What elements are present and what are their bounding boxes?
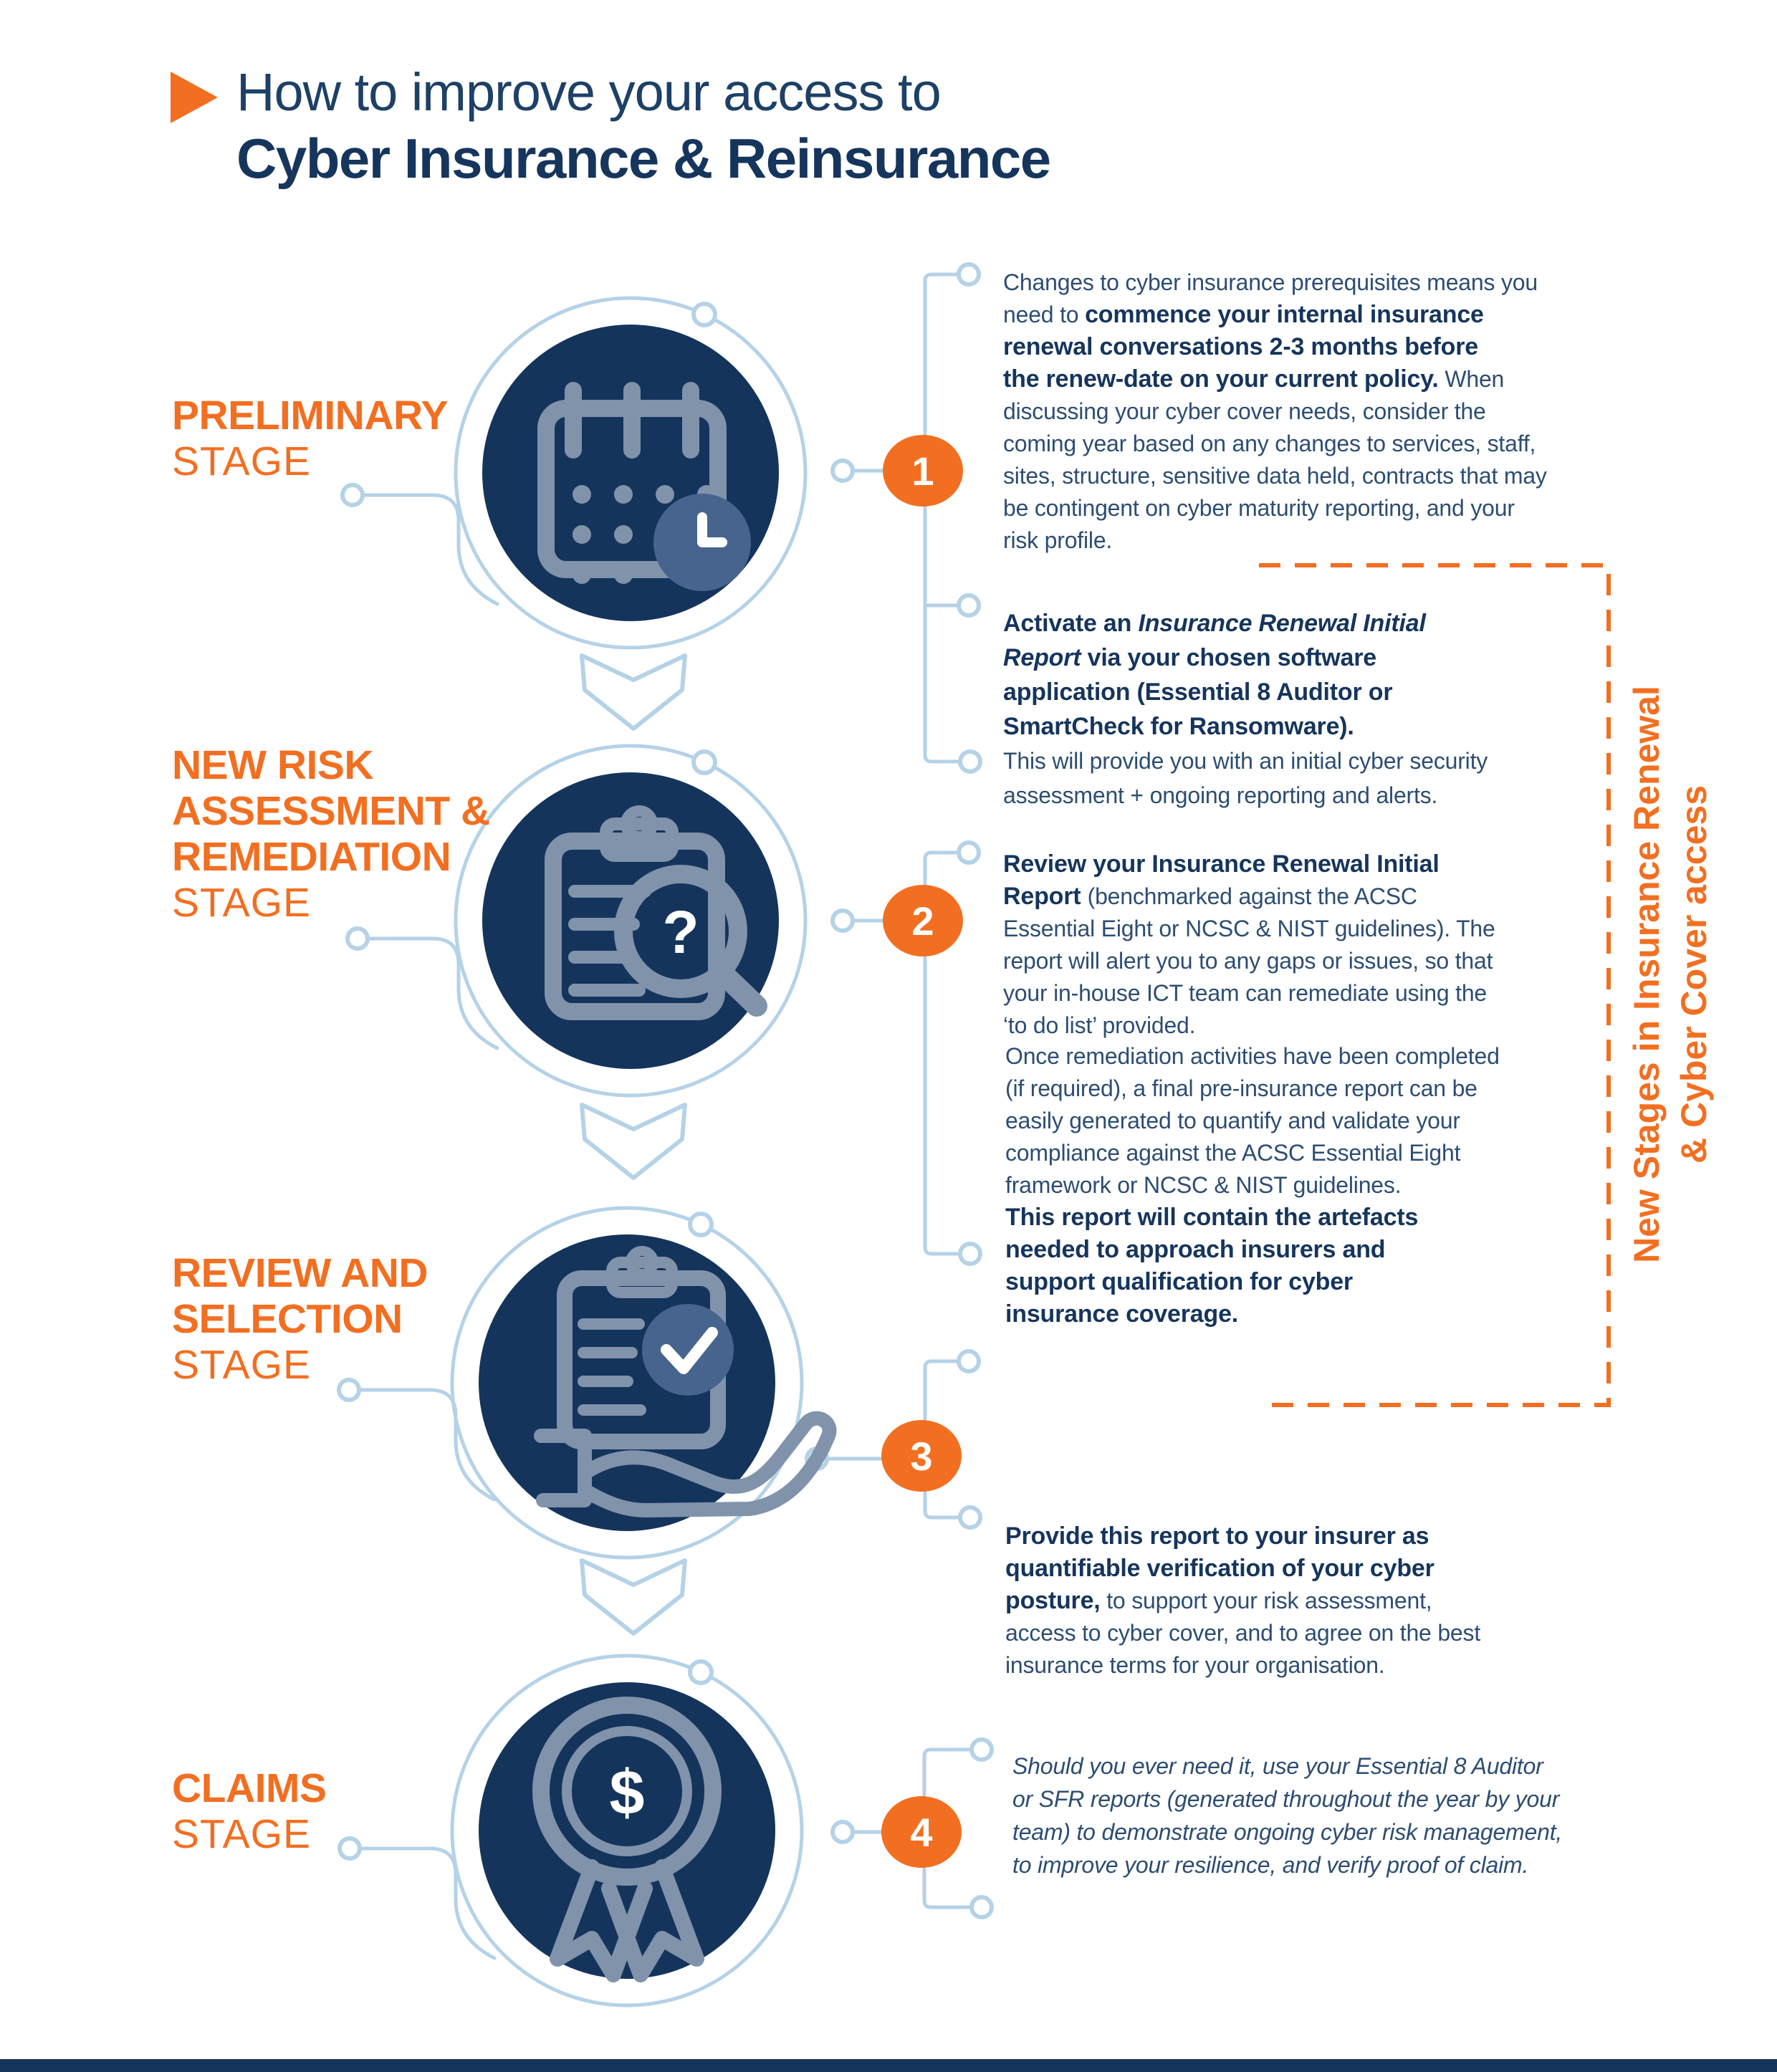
text-line: team) to demonstrate ongoing cyber risk … (1012, 1819, 1563, 1845)
text-line: risk profile. (1003, 527, 1113, 553)
text-line: Once remediation activities have been co… (1005, 1043, 1500, 1069)
text-line: framework or NCSC & NIST guidelines. (1005, 1172, 1402, 1198)
dashed-frame (1259, 563, 1611, 1407)
text-line: SmartCheck for Ransomware). (1003, 713, 1354, 740)
text-line: assessment + ongoing reporting and alert… (1003, 782, 1438, 808)
text-line: compliance against the ACSC Essential Ei… (1005, 1140, 1461, 1166)
label-connector-ring (340, 483, 365, 507)
title-arrow-icon (171, 72, 218, 123)
text-line: the renew-date on your current policy. W… (1003, 365, 1505, 393)
text-line: easily generated to quantify and validat… (1005, 1108, 1460, 1133)
side-note-line1: New Stages in Insurance Renewal (1627, 686, 1667, 1263)
stage-label-line: NEW RISK (172, 742, 373, 788)
stage-word: STAGE (172, 880, 311, 926)
down-arrow-icon (582, 1105, 685, 1178)
text-line: discussing your cyber cover needs, consi… (1003, 398, 1486, 424)
text-line: (if required), a final pre-insurance rep… (1005, 1075, 1477, 1101)
page-title-line2: Cyber Insurance & Reinsurance (236, 127, 1051, 190)
text-line: need to commence your internal insurance (1003, 301, 1484, 328)
text-line: support qualification for cyber (1005, 1268, 1353, 1295)
down-arrow-icon (582, 656, 685, 729)
calendar-clock-icon (537, 382, 751, 591)
magnifier-question-glyph: ? (662, 898, 699, 966)
text-line: Report via your chosen software (1003, 644, 1376, 671)
text-line: be contingent on cyber maturity reportin… (1003, 495, 1515, 521)
node-ring (688, 1212, 714, 1237)
text-line: your in-house ICT team can remediate usi… (1003, 980, 1488, 1006)
stage-number-badge: 3 (881, 1420, 962, 1492)
text-line: renewal conversations 2-3 months before (1003, 333, 1478, 360)
stage-label-line: PRELIMINARY (172, 393, 449, 438)
stage-number-badge: 2 (883, 885, 963, 956)
text-line: Essential Eight or NCSC & NIST guideline… (1003, 916, 1495, 941)
text-line: This report will contain the artefacts (1005, 1204, 1419, 1231)
stage-4-connectors (337, 1737, 994, 1960)
stage-text-block: Once remediation activities have been co… (1005, 1040, 1500, 1330)
stage-2-connectors (345, 840, 982, 1266)
stage-word: STAGE (172, 438, 311, 484)
text-line: ‘to do list’ provided. (1003, 1012, 1196, 1038)
text-line: Changes to cyber insurance prerequisites… (1003, 269, 1538, 295)
text-line: needed to approach insurers and (1005, 1236, 1386, 1263)
text-line: Report (benchmarked against the ACSC (1003, 883, 1417, 910)
stage-label-line: CLAIMS (172, 1765, 327, 1811)
text-line: coming year based on any changes to serv… (1003, 431, 1536, 456)
stage-label-line: REMEDIATION (172, 834, 451, 880)
stage-number-badge: 4 (881, 1796, 962, 1868)
stage-text-block: Should you ever need it, use your Essent… (1012, 1750, 1562, 1881)
text-line: Provide this report to your insurer as (1005, 1522, 1429, 1550)
text-line: posture, to support your risk assessment… (1005, 1587, 1432, 1614)
down-arrow-icon (582, 1560, 685, 1634)
text-line: insurance coverage. (1005, 1300, 1239, 1328)
stage-text-block: Provide this report to your insurer as qu… (1005, 1520, 1480, 1682)
stage-2-icon-circle: ? (454, 744, 808, 1098)
stage-label-line: ASSESSMENT & (172, 788, 490, 834)
award-ribbon-dollar-icon: $ (532, 1697, 722, 1982)
side-note: New Stages in Insurance Renewal & Cyber … (1623, 580, 1738, 1368)
node-ring (691, 302, 717, 327)
text-line: This will provide you with an initial cy… (1003, 748, 1488, 774)
stage-word: STAGE (172, 1342, 311, 1388)
stage-number-badge: 1 (883, 435, 963, 507)
text-line: report will alert you to any gaps or iss… (1003, 948, 1493, 974)
text-line: sites, structure, sensitive data held, c… (1003, 463, 1547, 489)
clipboard-check-hand-icon (534, 1246, 837, 1517)
text-line: application (Essential 8 Auditor or (1003, 678, 1393, 706)
text-line: Should you ever need it, use your Essent… (1012, 1753, 1543, 1779)
node-ring (688, 1659, 714, 1685)
text-line: access to cyber cover, and to agree on t… (1005, 1620, 1481, 1646)
text-line: to improve your resilience, and verify p… (1012, 1852, 1529, 1878)
node-ring (691, 749, 717, 775)
stage-text-block: Changes to cyber insurance prerequisites… (1003, 267, 1547, 557)
stage-1-connectors (340, 262, 982, 774)
stage-word: STAGE (172, 1811, 311, 1857)
award-dollar-glyph: $ (610, 1757, 645, 1828)
side-note-line2: & Cyber Cover access (1674, 785, 1714, 1164)
stage-label-line: REVIEW AND (172, 1250, 428, 1296)
clipboard-magnifier-icon: ? (545, 805, 767, 1020)
text-line: Review your Insurance Renewal Initial (1003, 850, 1440, 878)
stage-4-icon-circle: $ (450, 1654, 804, 2008)
stage-1-icon-circle (454, 296, 808, 650)
stage-3-icon-circle (450, 1206, 837, 1560)
footer-bar (0, 2059, 1777, 2072)
text-line: quantifiable verification of your cyber (1005, 1555, 1434, 1582)
stage-label-line: SELECTION (172, 1296, 403, 1342)
text-line: insurance terms for your organisation. (1005, 1652, 1385, 1678)
page-title-line1: How to improve your access to (236, 62, 942, 122)
text-line: or SFR reports (generated throughout the… (1012, 1786, 1560, 1812)
text-line: Activate an Insurance Renewal Initial (1003, 610, 1426, 637)
